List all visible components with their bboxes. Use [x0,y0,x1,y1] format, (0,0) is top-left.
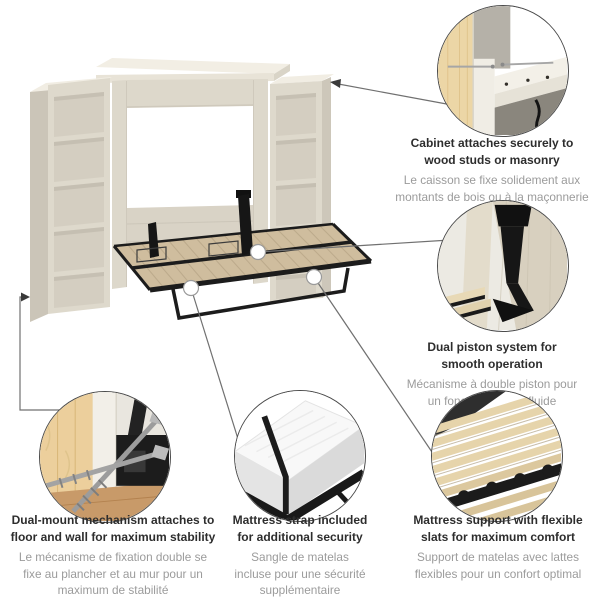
callout-desc-line: Support de matelas avec lattes [417,550,579,564]
callout-text-cabinet-attach: Cabinet attaches securely to wood studs … [377,135,600,205]
slat-holder-rail [432,448,561,520]
callout-desc-line: maximum de stabilité [57,583,169,597]
callout-title-line: Mattress support with flexible [413,513,583,527]
bed-leg-bar [171,267,350,320]
callout-desc-line: incluse pour une sécurité [234,566,366,581]
callout-desc-line: Mécanisme à double piston pour [406,377,578,391]
callout-desc-line: montants de bois ou à la maçonnerie [395,189,589,204]
callout-text-dual-mount: Dual-mount mechanism attaches to floor a… [0,512,226,599]
callout-title-line: Mattress strap included [232,513,368,527]
callout-text-flexible-slats: Mattress support with flexible slats for… [388,512,600,582]
callout-circle-dual-mount [39,391,171,523]
callout-text-mattress-strap: Mattress strap included for additional s… [190,512,410,599]
callout-title-line: wood studs or masonry [424,153,560,167]
callout-circle-mattress-strap [234,390,366,522]
dual-piston-detail [438,201,567,330]
callout-desc-line: Le caisson se fixe solidement aux [403,173,581,187]
strap [261,415,289,515]
callout-connector-lines [19,82,453,459]
callout-desc-line: fixe au plancher et au mur pour un [23,566,203,581]
mounting-screws [447,61,554,69]
feature-marker-dots [182,243,323,297]
callout-title-line: slats for maximum comfort [420,530,576,544]
callout-circle-cabinet-attach [437,5,569,137]
callout-title-line: floor and wall for maximum stability [10,530,216,544]
callout-title-line: Dual piston system for [427,340,557,354]
callout-title-line: smooth operation [441,357,543,371]
callout-desc-line: Le mécanisme de fixation double se [18,550,208,564]
callout-title-line: Cabinet attaches securely to [410,136,574,150]
arrow-left-icon [330,79,341,88]
arrow-right-icon [21,292,30,302]
mattress-strap-detail [235,391,364,520]
callout-desc-line: supplémentaire [259,583,341,597]
marker-strap [182,279,200,297]
cabinet-attach-detail [438,6,567,135]
callout-title-line: for additional security [237,530,363,544]
dual-mount-detail [40,392,169,521]
flexible-slats-detail [432,391,561,520]
mattress-strap-brackets [136,240,239,263]
marker-piston [249,243,267,261]
marker-slats [305,268,323,286]
left-bookcase-tower [30,77,112,322]
callout-desc-line: flexibles pour un confort optimal [414,566,582,581]
callout-title-line: Dual-mount mechanism attaches to [11,513,215,527]
callout-circle-flexible-slats [431,390,563,522]
frame-rail [235,469,364,520]
callout-desc-line: Sangle de matelas [251,550,349,564]
piston-arm [492,204,534,323]
callout-circle-dual-piston [437,200,569,332]
mattress-corner [235,400,364,517]
